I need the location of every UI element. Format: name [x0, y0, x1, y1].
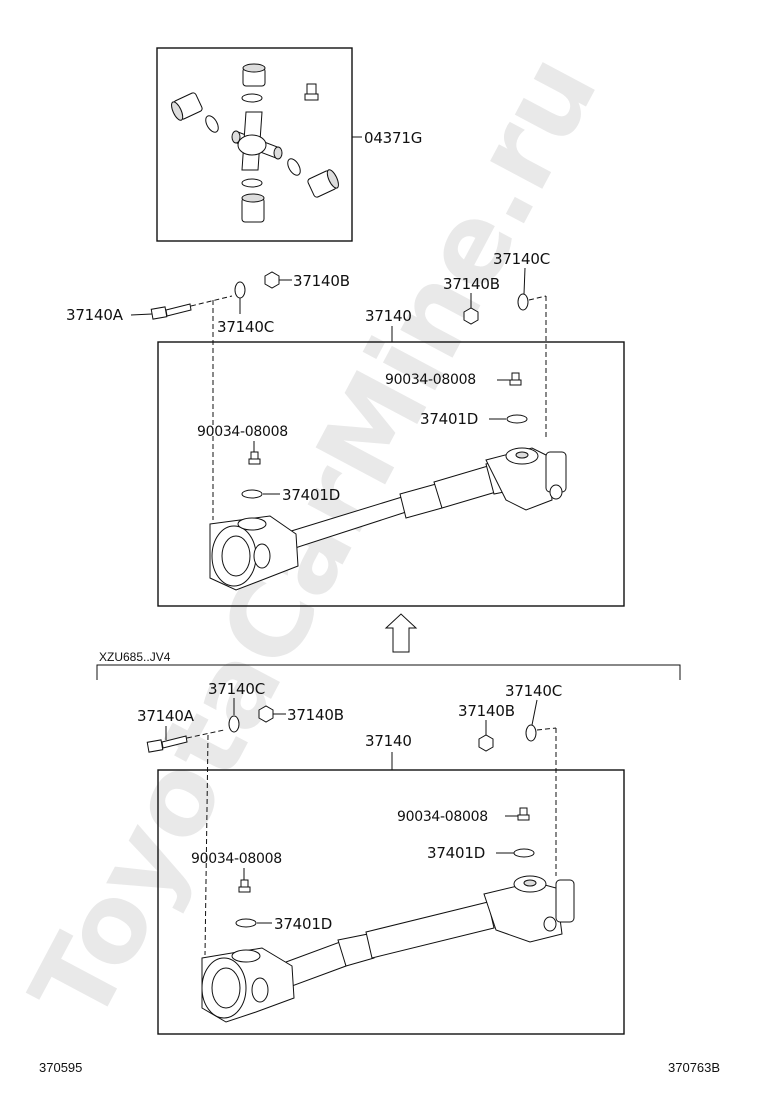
upper-washer-right-label: 37140C — [493, 250, 550, 268]
lower-nut-left-label: 37140B — [287, 706, 344, 724]
footer-left-ref: 370595 — [39, 1060, 82, 1075]
grease-fitting-icon — [509, 372, 522, 386]
spider-cross-icon — [231, 111, 283, 171]
propeller-shaft-icon — [209, 447, 567, 591]
lower-shaft-frame — [157, 769, 625, 1035]
lower-clip-left-label: 37401D — [274, 915, 332, 933]
lower-clip-right-label: 37401D — [427, 844, 485, 862]
snap-ring-icon — [241, 178, 263, 188]
lower-assembly: 37140C 37140A 37140B 37140B 37140C 37140… — [137, 680, 625, 1035]
lower-shaft-label: 37140 — [365, 732, 412, 750]
nut-icon — [264, 271, 280, 289]
clip-icon — [513, 848, 535, 858]
upper-washer-left-label: 37140C — [217, 318, 274, 336]
bearing-cup-icon — [307, 169, 339, 198]
upper-fitting-right-label: 90034-08008 — [385, 372, 476, 388]
upper-clip-left-label: 37401D — [282, 486, 340, 504]
nut-icon — [463, 307, 479, 325]
nut-icon — [478, 734, 494, 752]
bearing-cup-icon — [171, 92, 203, 121]
grease-fitting-icon — [238, 879, 251, 893]
clip-icon — [241, 489, 263, 499]
grease-fitting-icon — [304, 83, 319, 101]
washer-icon — [228, 715, 240, 733]
kit-part-label: 04371G — [364, 129, 422, 147]
snap-ring-icon — [241, 93, 263, 103]
washer-icon — [234, 281, 246, 299]
footer-right-ref: 370763B — [668, 1060, 720, 1075]
lower-fitting-left-label: 90034-08008 — [191, 851, 282, 867]
upper-clip-right-label: 37401D — [420, 410, 478, 428]
upper-nut-left-label: 37140B — [293, 272, 350, 290]
variant-bracket — [96, 664, 681, 680]
snap-ring-icon — [287, 158, 301, 176]
propeller-shaft-icon — [201, 875, 575, 1023]
upper-fitting-left-label: 90034-08008 — [197, 424, 288, 440]
bearing-cup-icon — [241, 193, 265, 223]
clip-icon — [235, 918, 257, 928]
kit-frame — [156, 47, 353, 242]
variant-label: XZU685..JV4 — [99, 650, 171, 664]
upper-assembly: 37140A 37140C 37140B 37140B 37140C 37140… — [66, 250, 625, 607]
grease-fitting-icon — [248, 451, 261, 465]
washer-icon — [517, 293, 529, 311]
lower-washer-right-label: 37140C — [505, 682, 562, 700]
upper-shaft-label: 37140 — [365, 307, 412, 325]
bearing-cup-icon — [242, 63, 266, 87]
lower-washer-left-label: 37140C — [208, 680, 265, 698]
snap-ring-icon — [205, 115, 219, 133]
upper-bolt-label: 37140A — [66, 306, 124, 324]
lower-fitting-right-label: 90034-08008 — [397, 809, 488, 825]
grease-fitting-icon — [517, 807, 530, 821]
universal-joint-kit: 04371G — [156, 47, 422, 242]
bolt-icon — [150, 303, 192, 320]
clip-icon — [506, 414, 528, 424]
up-arrow-icon — [384, 613, 418, 653]
upper-nut-right-label: 37140B — [443, 275, 500, 293]
washer-icon — [525, 724, 537, 742]
lower-nut-right-label: 37140B — [458, 702, 515, 720]
nut-icon — [258, 705, 274, 723]
lower-bolt-label: 37140A — [137, 707, 195, 725]
upper-shaft-frame — [157, 341, 625, 607]
bolt-icon — [146, 735, 188, 753]
